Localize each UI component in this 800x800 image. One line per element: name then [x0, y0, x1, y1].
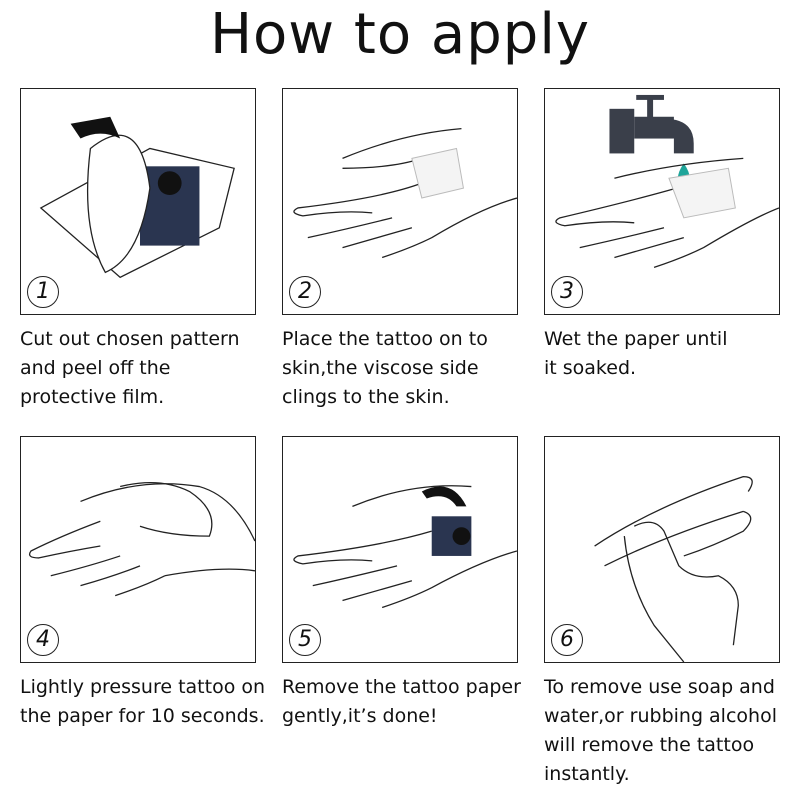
step-number: 5	[289, 624, 321, 656]
page-title: How to apply	[209, 2, 591, 67]
faucet-water-icon	[555, 94, 779, 269]
step-6-illustration: 6	[544, 436, 780, 663]
description-line: protective film.	[20, 386, 165, 408]
step-1-illustration: 1	[20, 88, 256, 315]
remove-paper-icon	[293, 485, 517, 609]
step-4-illustration: 4	[20, 436, 256, 663]
description-line: clings to the skin.	[282, 386, 450, 408]
step-5-illustration: 5	[282, 436, 518, 663]
step-6-description: To remove use soap and water,or rubbing …	[544, 673, 800, 789]
step-number: 3	[551, 276, 583, 308]
step-1-description: Cut out chosen pattern and peel off the …	[20, 325, 280, 412]
description-line: it soaked.	[544, 357, 637, 379]
step-3-description: Wet the paper until it soaked.	[544, 325, 800, 383]
description-line: the paper for 10 seconds.	[20, 705, 265, 727]
step-4-description: Lightly pressure tattoo on the paper for…	[20, 673, 280, 731]
description-line: Place the tattoo on to	[282, 328, 488, 350]
description-line: Remove the tattoo paper	[282, 676, 521, 698]
description-line: will remove the tattoo	[544, 734, 755, 756]
description-line: Wet the paper until	[544, 328, 728, 350]
step-number: 2	[289, 276, 321, 308]
hand-with-tattoo-icon	[293, 128, 517, 259]
step-number: 4	[27, 624, 59, 656]
step-3-illustration: 3	[544, 88, 780, 315]
step-number: 1	[27, 276, 59, 308]
description-line: water,or rubbing alcohol	[544, 705, 777, 727]
step-2-description: Place the tattoo on to skin,the viscose …	[282, 325, 542, 412]
washing-hands-icon	[594, 476, 753, 662]
pressing-hands-icon	[28, 481, 255, 597]
step-2-illustration: 2	[282, 88, 518, 315]
description-line: skin,the viscose side	[282, 357, 479, 379]
step-number: 6	[551, 624, 583, 656]
step-5-description: Remove the tattoo paper gently,it’s done…	[282, 673, 542, 731]
description-line: Cut out chosen pattern	[20, 328, 240, 350]
description-line: To remove use soap and	[544, 676, 775, 698]
description-line: Lightly pressure tattoo on	[20, 676, 266, 698]
description-line: and peel off the	[20, 357, 171, 379]
peel-film-icon	[39, 116, 235, 279]
description-line: gently,it’s done!	[282, 705, 438, 727]
description-line: instantly.	[544, 763, 630, 785]
